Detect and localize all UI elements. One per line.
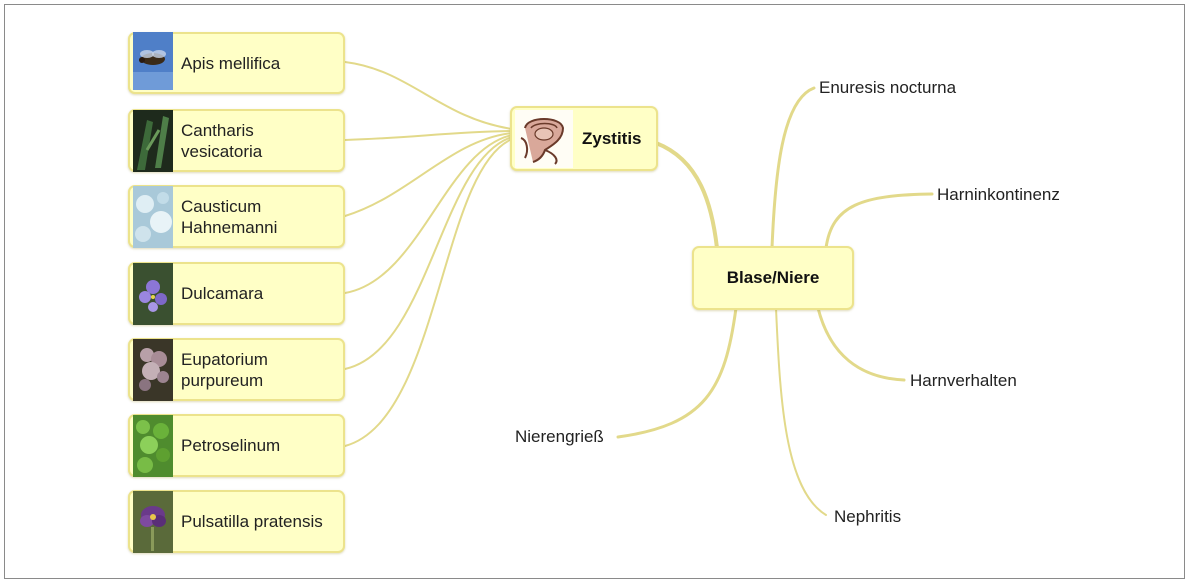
link-cantharis: [344, 130, 513, 141]
link-eupatorium: [344, 136, 513, 370]
parsley-photo-icon: [133, 414, 173, 477]
zystitis-node[interactable]: Zystitis: [510, 106, 658, 171]
center-node-blase-niere[interactable]: Blase/Niere: [692, 246, 854, 310]
beetle-photo-icon: [133, 109, 173, 172]
branch-harninkontinenz[interactable]: Harninkontinenz: [937, 185, 1060, 204]
remedy-node-apis[interactable]: Apis mellifica: [128, 32, 345, 94]
branch-enuresis-nocturna[interactable]: Enuresis nocturna: [819, 78, 957, 97]
mineral-photo-icon: [133, 185, 173, 248]
center-label: Blase/Niere: [726, 268, 820, 287]
remedy-node-petroselinum[interactable]: Petroselinum: [128, 414, 345, 477]
branch-nephritis[interactable]: Nephritis: [834, 507, 902, 526]
link-nephritis: [775, 307, 827, 516]
link-zystitis-center: [654, 141, 719, 250]
branch-harnverhalten[interactable]: Harnverhalten: [910, 371, 1017, 390]
link-causticum: [344, 132, 513, 217]
link-enuresis: [770, 86, 816, 250]
link-harninkontinenz: [824, 192, 934, 250]
branch-nierengriess[interactable]: Nierengrieß: [515, 427, 604, 446]
remedy-node-dulcamara[interactable]: Dulcamara: [128, 262, 345, 325]
flower-cluster-photo-icon: [133, 338, 173, 401]
pasqueflower-photo-icon: [133, 490, 173, 553]
link-dulcamara: [344, 134, 513, 294]
remedy-label: Pulsatilla pratensis: [181, 512, 323, 531]
purple-flower-photo-icon: [133, 262, 173, 325]
bee-photo-icon: [133, 32, 173, 94]
remedy-node-pulsatilla[interactable]: Pulsatilla pratensis: [128, 490, 345, 553]
link-nierengriess: [616, 306, 738, 439]
remedy-label: Dulcamara: [181, 284, 264, 303]
link-petroselinum: [344, 138, 513, 447]
remedy-label: Apis mellifica: [181, 53, 281, 73]
link-apis: [344, 61, 513, 130]
zystitis-label: Zystitis: [582, 128, 642, 148]
link-harnverhalten: [816, 306, 906, 382]
remedy-label: Petroselinum: [181, 436, 281, 455]
bladder-illustration-icon: [515, 109, 573, 168]
